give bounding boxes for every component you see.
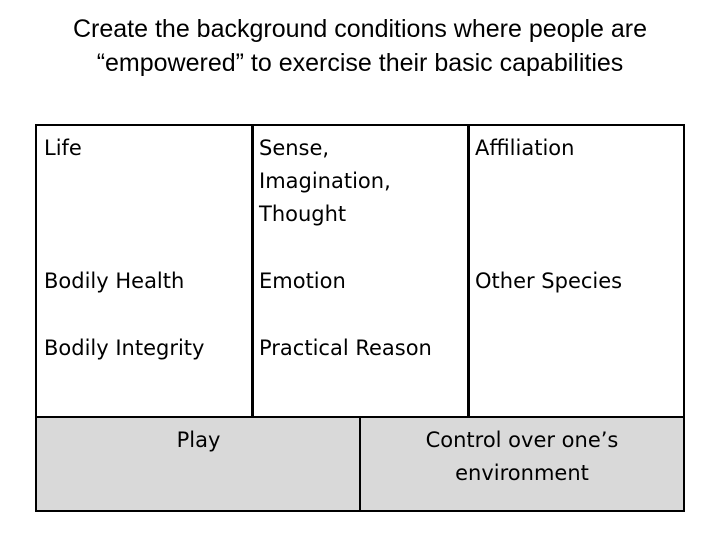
- capability-life: Life: [44, 136, 82, 160]
- capability-control-over-environment: Control over one’s environment: [425, 428, 619, 485]
- capability-bodily-integrity: Bodily Integrity: [44, 336, 205, 360]
- capability-play: Play: [176, 428, 221, 452]
- capability-sense-imagination-thought: Sense, Imagination, Thought: [259, 136, 391, 226]
- capability-other-species: Other Species: [475, 269, 623, 293]
- capability-affiliation: Affiliation: [475, 136, 575, 160]
- bottom-box-right: [359, 416, 685, 512]
- capability-emotion: Emotion: [259, 269, 346, 293]
- capability-bodily-health: Bodily Health: [44, 269, 185, 293]
- capability-practical-reason: Practical Reason: [259, 336, 432, 360]
- slide-title: Create the background conditions where p…: [73, 15, 647, 77]
- capabilities-grid: Life Bodily Health Bodily Integrity Sens…: [35, 124, 685, 512]
- bottom-box-left: [35, 416, 362, 512]
